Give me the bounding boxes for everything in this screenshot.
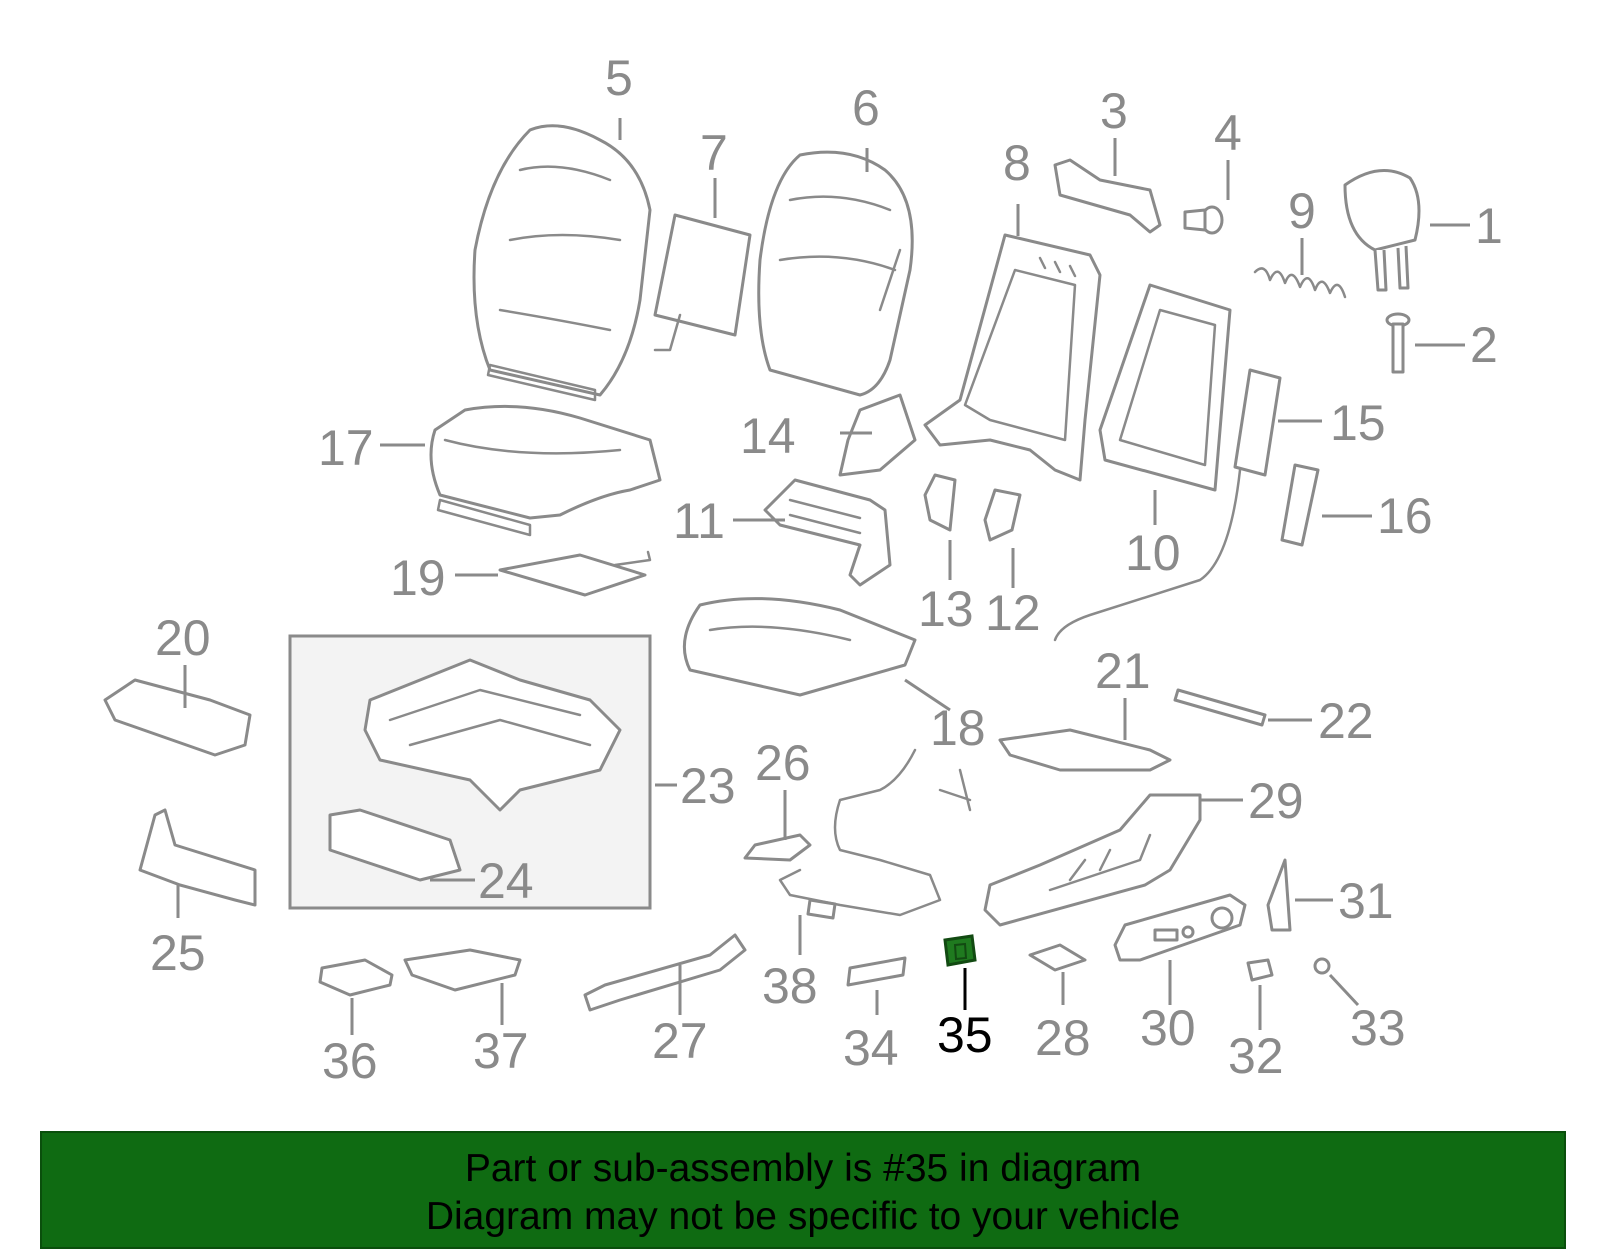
part-10-back-panel bbox=[1098, 283, 1232, 492]
part-9-spring bbox=[1253, 267, 1347, 299]
callout-30: 30 bbox=[1140, 1000, 1196, 1056]
part-28-pad bbox=[1028, 943, 1087, 972]
callout-17: 17 bbox=[318, 420, 374, 476]
callout-31: 31 bbox=[1338, 873, 1394, 929]
callout-2: 2 bbox=[1470, 317, 1498, 373]
part-8-seatback-frame bbox=[923, 233, 1102, 482]
callout-38: 38 bbox=[762, 958, 818, 1014]
part-16-trim bbox=[1280, 463, 1320, 547]
part-12-cover bbox=[983, 488, 1022, 542]
callout-28: 28 bbox=[1035, 1010, 1091, 1066]
part-14-bracket bbox=[838, 393, 917, 477]
part-1-headrest bbox=[1343, 168, 1421, 292]
callout-22: 22 bbox=[1318, 693, 1374, 749]
banner-line-1: Part or sub-assembly is #35 in diagram bbox=[464, 1147, 1142, 1190]
part-29-side-shield bbox=[983, 793, 1202, 927]
part-23-seat-track-box bbox=[288, 634, 652, 910]
part-35-highlighted bbox=[943, 934, 977, 967]
part-32-knob bbox=[1246, 958, 1274, 982]
part-15-module bbox=[1053, 368, 1282, 642]
callout-9: 9 bbox=[1288, 183, 1316, 239]
callout-labels: 1 2 3 4 5 6 7 8 9 10 11 12 13 14 15 16 1… bbox=[150, 50, 1503, 1089]
part-27-trim-rail bbox=[583, 933, 747, 1012]
part-21-base bbox=[998, 728, 1172, 772]
callout-3: 3 bbox=[1100, 83, 1128, 139]
callout-11: 11 bbox=[673, 493, 725, 549]
part-30-switch-panel bbox=[1113, 893, 1247, 962]
parts-diagram: 1 2 3 4 5 6 7 8 9 10 11 12 13 14 15 16 1… bbox=[103, 50, 1503, 1089]
callout-6: 6 bbox=[852, 80, 880, 136]
banner-line-2: Diagram may not be specific to your vehi… bbox=[425, 1195, 1181, 1238]
part-5-seatback-cover bbox=[472, 124, 652, 402]
callout-18: 18 bbox=[930, 700, 986, 756]
callout-21: 21 bbox=[1095, 643, 1151, 699]
part-36-box bbox=[318, 958, 394, 997]
part-31-trim bbox=[1266, 858, 1292, 932]
part-2-guide bbox=[1385, 312, 1411, 374]
callout-13: 13 bbox=[918, 581, 974, 637]
part-6-seatback-pad bbox=[757, 150, 914, 397]
part-22-rod bbox=[1173, 688, 1267, 727]
callout-8: 8 bbox=[1003, 135, 1031, 191]
callout-16: 16 bbox=[1377, 488, 1433, 544]
part-19-mat bbox=[498, 550, 652, 597]
part-11-frame bbox=[763, 478, 892, 587]
callout-26: 26 bbox=[755, 735, 811, 791]
part-4-guide bbox=[1183, 205, 1224, 235]
callout-12: 12 bbox=[985, 585, 1041, 641]
part-13-cover bbox=[923, 473, 957, 532]
callout-1: 1 bbox=[1475, 198, 1503, 254]
callout-25: 25 bbox=[150, 925, 206, 981]
part-17-seat-cover bbox=[429, 404, 662, 537]
callout-36: 36 bbox=[322, 1033, 378, 1089]
callout-7: 7 bbox=[700, 125, 728, 181]
callout-14: 14 bbox=[740, 408, 796, 464]
part-20-panel bbox=[103, 678, 252, 757]
part-37-cover bbox=[403, 948, 522, 992]
callout-5: 5 bbox=[605, 50, 633, 106]
part-26-clip bbox=[743, 833, 812, 862]
part-7-heater-pad bbox=[653, 213, 752, 352]
part-33-clip bbox=[1313, 957, 1331, 975]
callout-32: 32 bbox=[1228, 1028, 1284, 1084]
callout-34: 34 bbox=[843, 1020, 899, 1076]
callout-37: 37 bbox=[473, 1023, 529, 1079]
callout-27: 27 bbox=[652, 1013, 708, 1069]
part-3-bracket bbox=[1053, 158, 1162, 234]
callout-15: 15 bbox=[1330, 395, 1386, 451]
callout-35-highlighted: 35 bbox=[937, 1007, 993, 1063]
callout-4: 4 bbox=[1214, 105, 1242, 161]
leader-lines bbox=[176, 118, 1470, 1035]
info-banner: Part or sub-assembly is #35 in diagram D… bbox=[40, 1131, 1566, 1249]
callout-19: 19 bbox=[390, 550, 446, 606]
callout-23: 23 bbox=[680, 758, 736, 814]
part-34-block bbox=[846, 956, 907, 987]
callout-10: 10 bbox=[1125, 525, 1181, 581]
callout-24: 24 bbox=[478, 853, 534, 909]
callout-33: 33 bbox=[1350, 1000, 1406, 1056]
callout-20: 20 bbox=[155, 610, 211, 666]
part-25-panel bbox=[138, 808, 257, 907]
part-18-seat-pad bbox=[682, 597, 917, 697]
callout-29: 29 bbox=[1248, 773, 1304, 829]
part-38-harness bbox=[778, 748, 972, 920]
